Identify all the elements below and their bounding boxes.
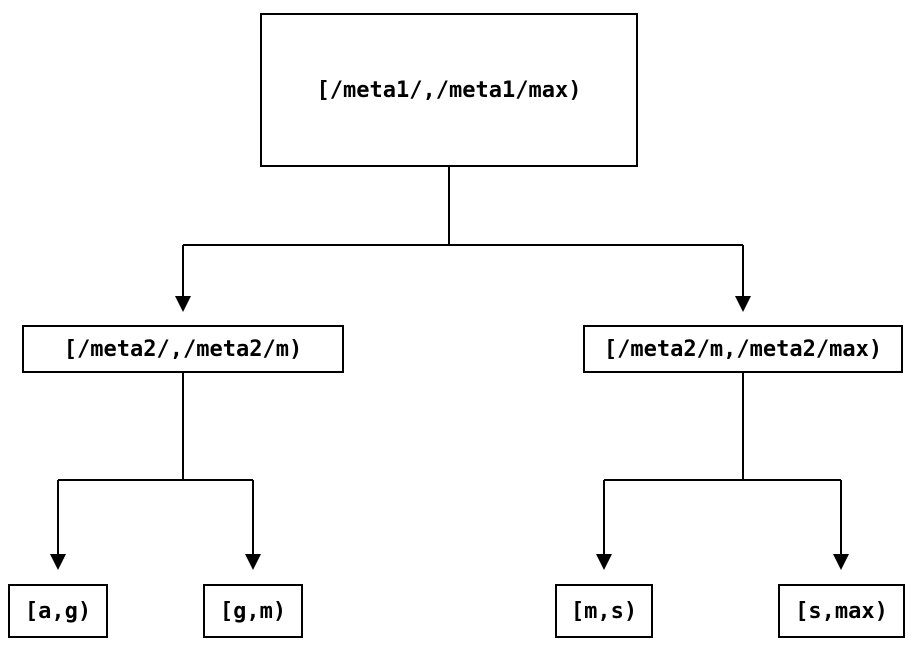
edge-left-to-leaves: [50, 373, 261, 570]
arrow-down-icon: [833, 554, 849, 570]
edge-line: [57, 373, 254, 555]
node-leaf-range-ag: [a,g): [8, 584, 108, 638]
node-meta2-left-range: [/meta2/,/meta2/m): [22, 325, 344, 373]
edge-right-to-leaves: [596, 373, 849, 570]
node-root-range: [/meta1/,/meta1/max): [260, 13, 638, 167]
arrow-down-icon: [50, 554, 66, 570]
arrow-down-icon: [735, 296, 751, 312]
node-label: [m,s): [570, 598, 638, 624]
node-leaf-range-gm: [g,m): [203, 584, 303, 638]
node-leaf-range-ms: [m,s): [555, 584, 653, 638]
arrow-down-icon: [596, 554, 612, 570]
edge-line: [603, 373, 842, 555]
node-label: [a,g): [24, 598, 92, 624]
arrow-down-icon: [245, 554, 261, 570]
node-leaf-range-smax: [s,max): [778, 584, 905, 638]
node-label: [g,m): [219, 598, 287, 624]
node-label: [/meta2/,/meta2/m): [63, 336, 303, 362]
node-label: [/meta1/,/meta1/max): [316, 77, 582, 103]
node-label: [/meta2/m,/meta2/max): [603, 336, 883, 362]
node-label: [s,max): [795, 598, 888, 624]
edge-line: [182, 167, 744, 297]
node-meta2-right-range: [/meta2/m,/meta2/max): [583, 325, 903, 373]
arrow-down-icon: [175, 296, 191, 312]
edge-root-to-level2: [175, 167, 751, 312]
